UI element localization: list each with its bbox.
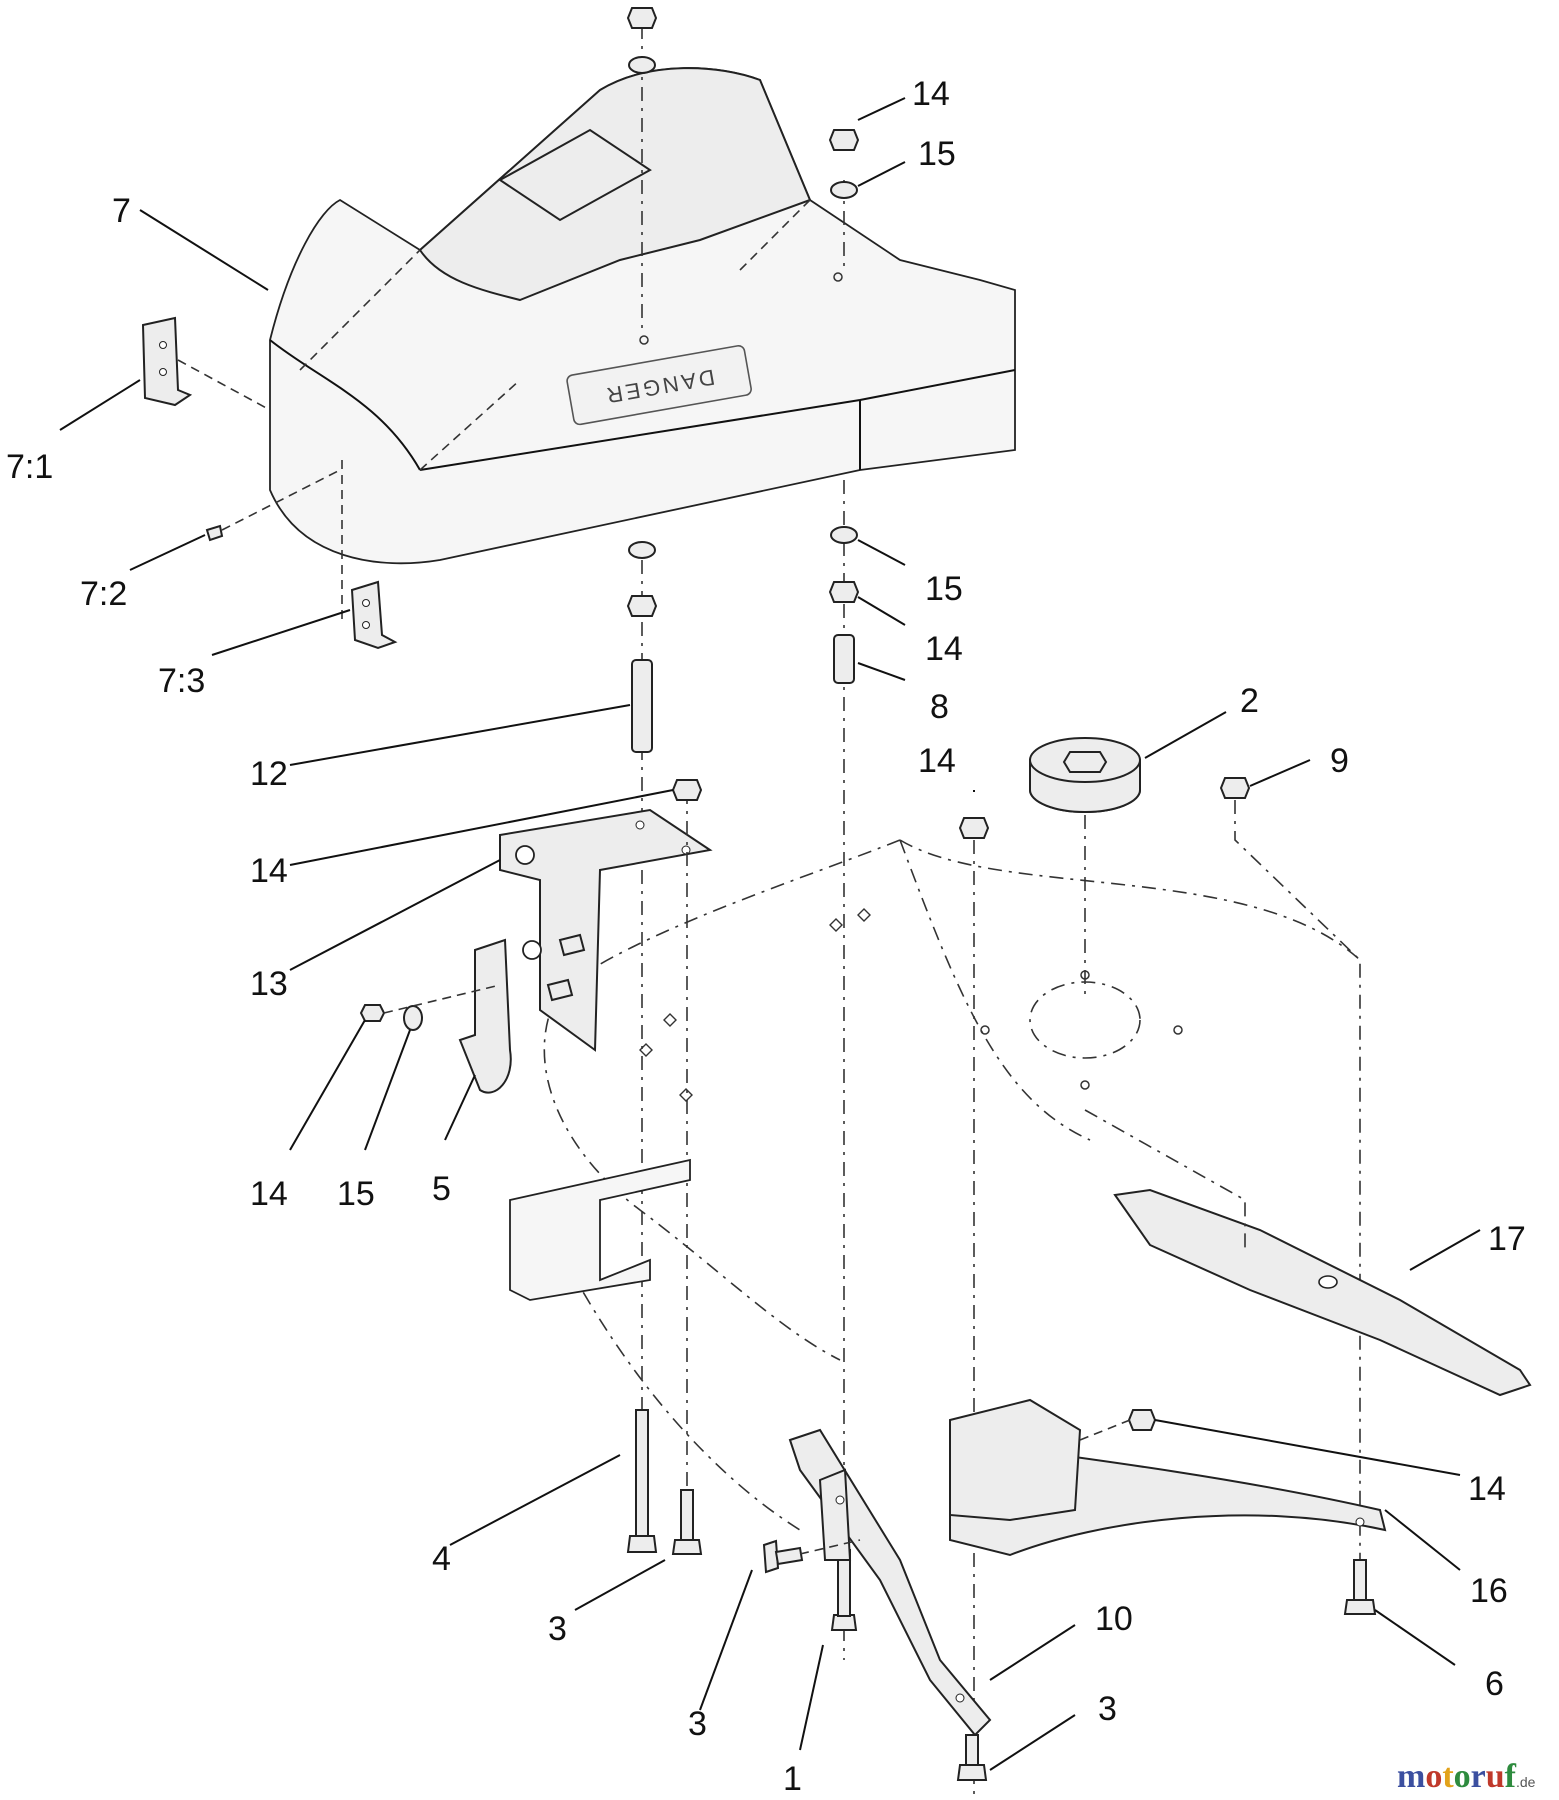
callout-5: 5 bbox=[432, 1170, 451, 1208]
bolt-3-bottom-shank bbox=[965, 1734, 979, 1766]
blade bbox=[1084, 1109, 1532, 1397]
callout-1: 1 bbox=[783, 1760, 802, 1798]
curved-baffle bbox=[949, 1398, 1387, 1557]
deck-baffle-10 bbox=[788, 1428, 992, 1737]
danger-decal: DANGER bbox=[566, 344, 752, 426]
callout-3-bottom: 3 bbox=[1098, 1690, 1117, 1728]
top-nut-right bbox=[828, 129, 860, 151]
callout-labels: 7 7:1 7:2 7:3 14 15 15 14 8 2 14 9 12 14… bbox=[6, 75, 1526, 1798]
callout-7-3: 7:3 bbox=[158, 662, 205, 700]
top-nut-left bbox=[626, 7, 658, 29]
nut-14-right-line bbox=[1079, 1419, 1131, 1441]
nut-14-mid bbox=[958, 817, 990, 839]
washer-15-left bbox=[403, 1005, 423, 1031]
washer-left bbox=[628, 541, 656, 559]
callout-6: 6 bbox=[1485, 1665, 1504, 1703]
watermark-letter: o bbox=[1453, 1758, 1471, 1795]
watermark-letter: f bbox=[1504, 1758, 1516, 1795]
callout-17: 17 bbox=[1488, 1220, 1526, 1258]
spring-clip bbox=[458, 938, 512, 1094]
nut-14-left bbox=[359, 1004, 386, 1022]
callout-14-top: 14 bbox=[912, 75, 950, 113]
chute-bracket-upper bbox=[141, 316, 193, 407]
watermark: motoruf.de bbox=[1397, 1758, 1535, 1796]
callout-16: 16 bbox=[1470, 1572, 1508, 1610]
screw-line bbox=[221, 469, 341, 531]
nut-right bbox=[828, 581, 860, 603]
axis-nut-9 bbox=[1234, 800, 1361, 1560]
watermark-letter: o bbox=[1425, 1758, 1443, 1795]
callout-12: 12 bbox=[250, 755, 288, 793]
callout-14-bracket: 14 bbox=[250, 852, 288, 890]
spindle-pulley bbox=[1029, 737, 1141, 813]
watermark-letter: m bbox=[1397, 1758, 1426, 1795]
chute-screw bbox=[205, 524, 224, 542]
bolt-3-bottom-head bbox=[956, 1764, 988, 1781]
bolt-3-mid-head bbox=[762, 1539, 780, 1574]
callout-15-top: 15 bbox=[918, 135, 956, 173]
callout-14-left: 14 bbox=[250, 1175, 288, 1213]
deck-baffle bbox=[509, 1158, 691, 1301]
top-washer-right bbox=[830, 181, 858, 199]
watermark-letter: u bbox=[1485, 1758, 1505, 1795]
bolt-6-shank bbox=[1353, 1559, 1367, 1601]
watermark-letter: t bbox=[1442, 1758, 1454, 1795]
callout-7-1: 7:1 bbox=[6, 448, 53, 486]
nut-bracket bbox=[671, 779, 703, 801]
callout-14-mid: 14 bbox=[925, 630, 963, 668]
callout-3-left: 3 bbox=[548, 1610, 567, 1648]
callout-14-baffle: 14 bbox=[1468, 1470, 1506, 1508]
callout-10: 10 bbox=[1095, 1600, 1133, 1638]
bolt-3-shank bbox=[680, 1489, 694, 1541]
bracket-upper-line bbox=[177, 359, 271, 411]
spring-line bbox=[383, 984, 501, 1014]
bolt-3-mid-shank bbox=[774, 1546, 804, 1566]
callout-15-left: 15 bbox=[337, 1175, 375, 1213]
watermark-letter: r bbox=[1470, 1758, 1486, 1795]
height-bracket bbox=[499, 808, 713, 1052]
bolt-4-head bbox=[626, 1535, 658, 1553]
callout-7: 7 bbox=[112, 192, 131, 230]
callout-14-nut: 14 bbox=[918, 742, 956, 780]
bolt-3-head bbox=[671, 1539, 703, 1555]
callout-7-2: 7:2 bbox=[80, 575, 127, 613]
bolt-1-head bbox=[830, 1614, 858, 1631]
nut-9 bbox=[1219, 777, 1251, 799]
callout-3-mid: 3 bbox=[688, 1705, 707, 1743]
bolt-4-shank bbox=[635, 1409, 649, 1541]
callout-15-mid: 15 bbox=[925, 570, 963, 608]
nut-left bbox=[626, 595, 658, 617]
leader-lines bbox=[59, 97, 1481, 1771]
spacer-12 bbox=[631, 659, 653, 753]
bolt-6-head bbox=[1343, 1599, 1377, 1615]
callout-2: 2 bbox=[1240, 682, 1259, 720]
watermark-suffix: .de bbox=[1516, 1774, 1536, 1790]
callout-4: 4 bbox=[432, 1540, 451, 1578]
callout-8: 8 bbox=[930, 688, 949, 726]
spacer-8 bbox=[833, 634, 855, 684]
bolt-3-mid-line bbox=[799, 1539, 861, 1555]
callout-13: 13 bbox=[250, 965, 288, 1003]
chute-bracket-lower bbox=[350, 580, 398, 650]
washer-right bbox=[830, 526, 858, 544]
callout-9: 9 bbox=[1330, 742, 1349, 780]
nut-14-right bbox=[1127, 1409, 1157, 1431]
top-washer-left bbox=[628, 56, 656, 74]
